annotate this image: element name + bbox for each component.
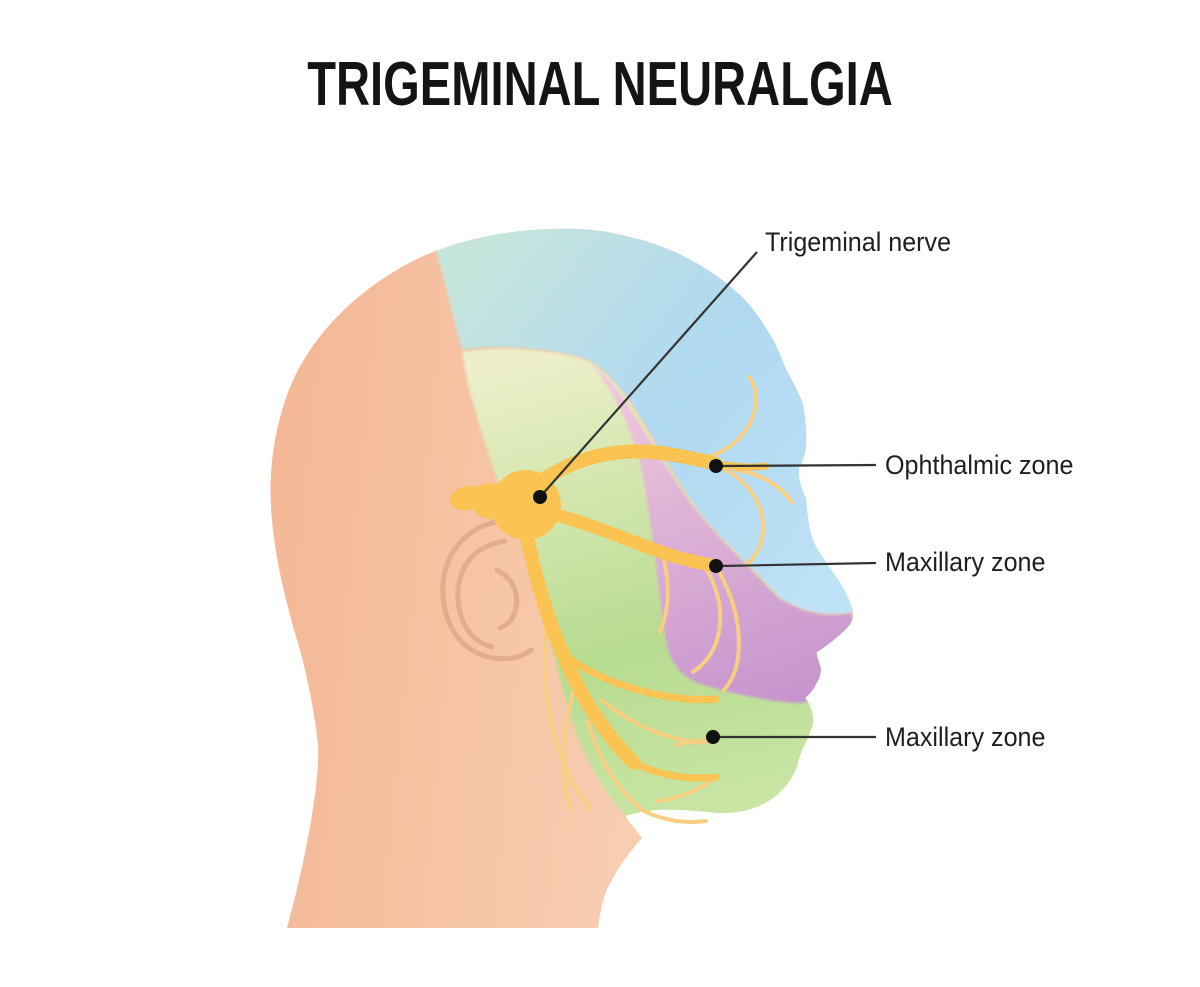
callout-pointers: [539, 251, 877, 739]
callout-dot-maxillary: [709, 559, 723, 573]
callout-line-trigeminal-nerve: [539, 251, 758, 498]
nerve-branch: [561, 688, 576, 812]
label-mandibular-zone: Maxillary zone: [885, 722, 1046, 752]
label-trigeminal-nerve: Trigeminal nerve: [765, 227, 952, 257]
nerve-root-stub: [450, 485, 486, 511]
nerve-ganglion: [491, 470, 561, 540]
trigeminal-nerve: [450, 375, 794, 824]
ear-outline: [440, 518, 534, 662]
nerve-branch: [716, 464, 766, 567]
ear-outer-line: [440, 518, 534, 662]
callout-dot-trigeminal-nerve: [533, 490, 547, 504]
nerve-branch: [698, 375, 759, 462]
nerve-branch: [691, 560, 723, 674]
nerve-branch: [734, 468, 794, 504]
label-maxillary-zone: Maxillary zone: [885, 547, 1046, 577]
nerve-branch: [586, 720, 644, 812]
nerve-branch: [640, 808, 708, 824]
nerve-branch: [630, 759, 720, 782]
label-ophthalmic-zone: Ophthalmic zone: [885, 450, 1074, 480]
nerve-branch: [658, 550, 670, 634]
callout-line-maxillary: [719, 561, 877, 568]
nerve-branch: [559, 650, 720, 704]
nerve-branch-ophthalmic: [536, 444, 723, 487]
nerve-branch-maxillary: [543, 506, 722, 573]
callout-line-ophthalmic: [718, 463, 877, 468]
callout-dot-mandibular: [706, 730, 720, 744]
maxillary-zone-region: [578, 357, 854, 703]
ear-hook-line: [494, 567, 520, 631]
nerve-branch: [714, 564, 741, 692]
page-title: TRIGEMINAL NEURALGIA: [307, 50, 893, 119]
nerve-branch: [542, 598, 592, 810]
callout-dot-ophthalmic: [709, 459, 723, 473]
ear-inner-line: [455, 538, 508, 650]
callout-dots: [533, 459, 723, 744]
